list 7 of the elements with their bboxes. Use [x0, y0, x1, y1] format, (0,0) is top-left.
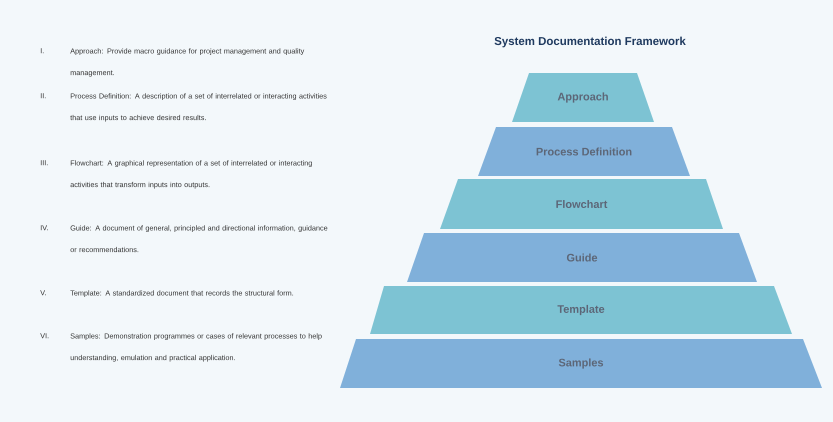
pyramid-tier: Approach [512, 73, 654, 122]
pyramid-tier: Samples [340, 339, 822, 388]
title: System Documentation Framework [494, 36, 686, 48]
pyramid-tier: Guide [407, 233, 757, 282]
pyramid-tier: Template [370, 286, 792, 334]
pyramid-tier: Process Definition [478, 127, 690, 176]
pyramid-tier: Flowchart [440, 179, 723, 229]
